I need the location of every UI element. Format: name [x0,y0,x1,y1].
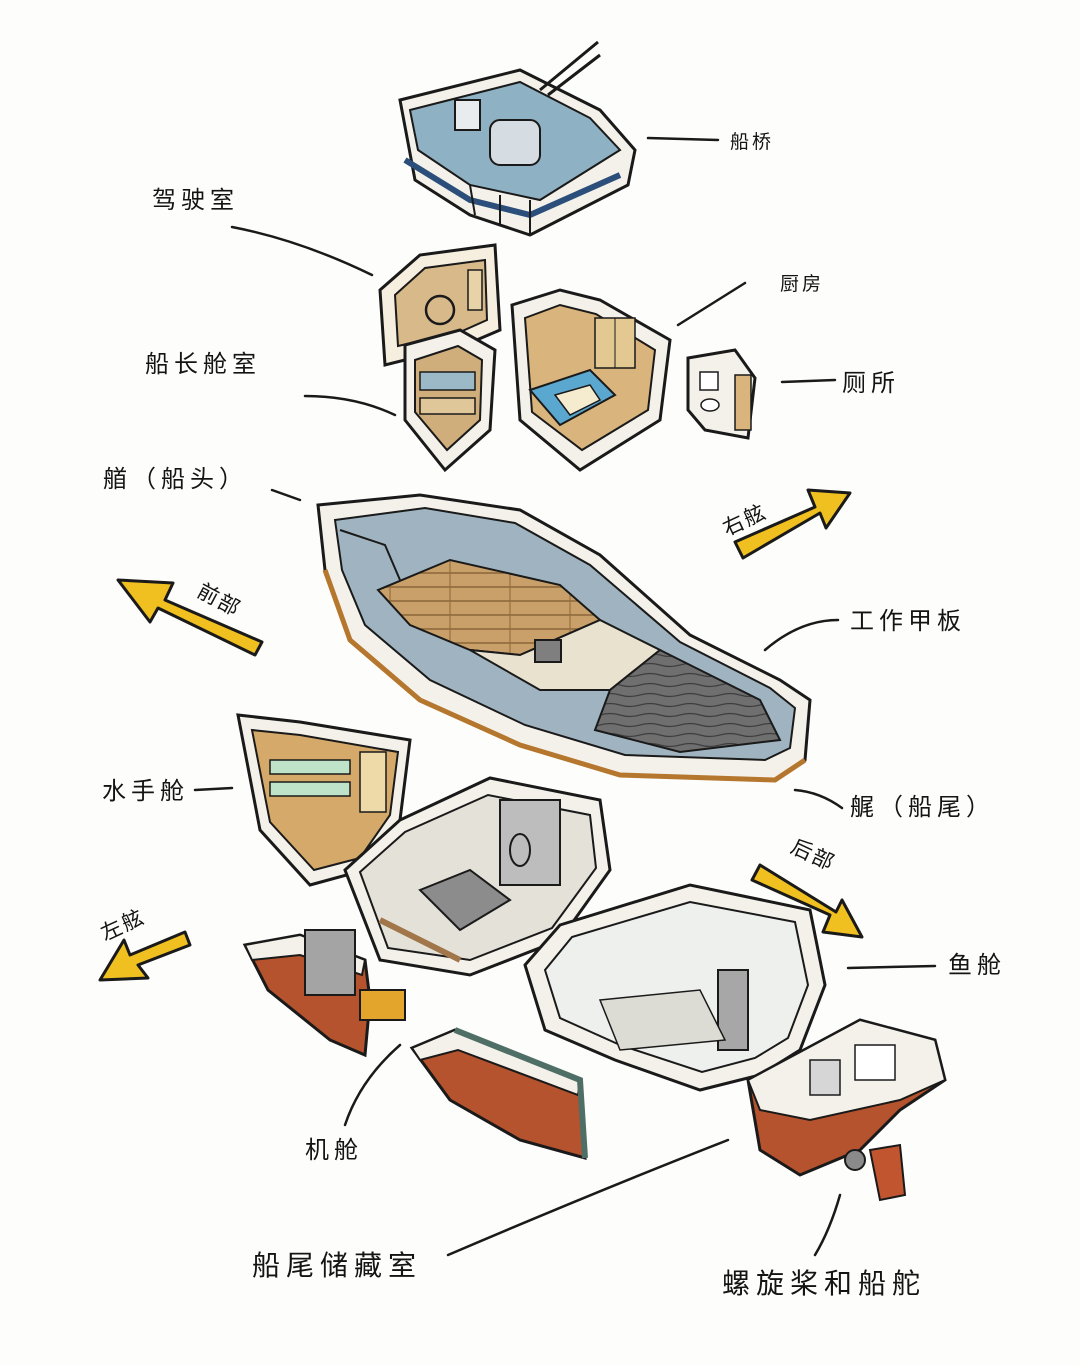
label-bow: 艏（船头） [103,465,248,493]
engine-room-part [343,776,612,977]
stern-hull-piece [746,1018,947,1202]
arrow-up-right-icon [733,488,852,560]
leader-work-deck [763,618,840,652]
leader-fish-hold [846,964,937,970]
bridge-part [398,40,637,237]
galley-part [510,288,672,472]
label-stern: 艉（船尾） [850,793,995,821]
label-propeller-rudder: 螺旋桨和船舵 [722,1267,927,1300]
leader-lines [193,136,937,1257]
leader-galley [676,281,747,327]
engine-hull-piece [242,929,406,1058]
leader-engine-room [343,1043,402,1127]
crew-cabin-part [236,713,412,887]
leader-toilet [780,378,837,384]
arrow-down-left-icon [98,930,192,982]
captain-cabin-part [403,328,497,473]
leader-stern-storage [446,1138,730,1257]
arrow-down-right-icon [750,863,864,939]
label-bridge: 船桥 [730,131,775,153]
label-wheelhouse: 驾驶室 [152,186,239,214]
label-galley: 厨房 [780,273,825,295]
mid-hull-piece [409,1027,588,1161]
main-hull-part [316,493,812,783]
label-engine-room: 机舱 [305,1136,363,1164]
label-toilet: 厕所 [842,369,900,397]
leader-stern [793,788,844,810]
leader-captain-cabin [303,394,397,417]
label-captain-cabin: 船长舱室 [145,350,261,378]
fish-hold-part [523,883,827,1092]
leader-crew-cabin [193,786,234,792]
label-stern-storage: 船尾储藏室 [252,1249,423,1282]
leader-bow [270,488,302,502]
label-work-deck: 工作甲板 [850,607,966,635]
label-fish-hold: 鱼舱 [948,951,1006,979]
label-crew-cabin: 水手舱 [102,777,189,805]
toilet-part [686,348,757,440]
leader-bridge [646,136,720,142]
leader-wheelhouse [230,225,374,277]
arrow-up-left-icon [116,578,264,657]
leader-propeller-rudder [813,1193,842,1257]
